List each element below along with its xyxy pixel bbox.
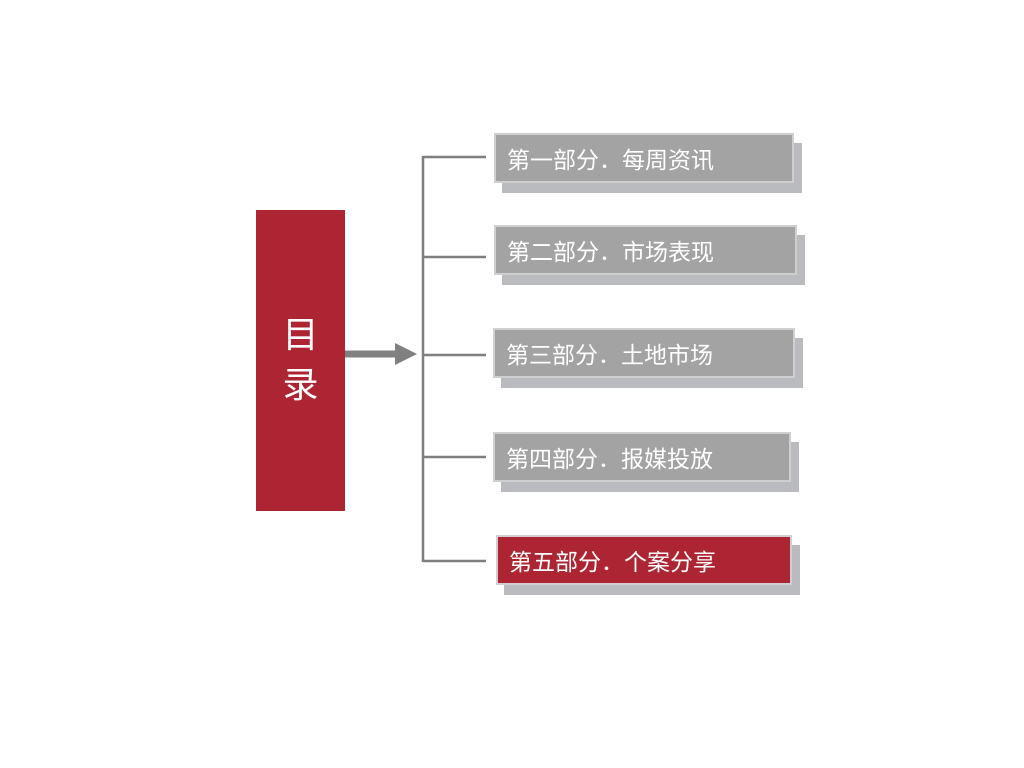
section-label-2: 第二部分．市场表现 <box>507 240 714 266</box>
section-label-4: 第四部分．报媒投放 <box>506 447 713 473</box>
section-item-3[interactable]: 第三部分．土地市场 <box>493 328 795 378</box>
section-item-4[interactable]: 第四部分．报媒投放 <box>493 432 791 482</box>
toc-title: 目录 <box>282 314 319 406</box>
section-item-1[interactable]: 第一部分．每周资讯 <box>494 133 794 183</box>
section-label-3: 第三部分．土地市场 <box>506 343 713 369</box>
section-label-5: 第五部分．个案分享 <box>509 550 716 576</box>
arrow-head <box>395 343 417 365</box>
toc-title-block: 目录 <box>256 210 345 511</box>
section-item-2[interactable]: 第二部分．市场表现 <box>494 225 797 275</box>
section-item-5[interactable]: 第五部分．个案分享 <box>496 535 792 585</box>
bracket-ticks <box>423 155 486 563</box>
section-label-1: 第一部分．每周资讯 <box>507 148 714 174</box>
